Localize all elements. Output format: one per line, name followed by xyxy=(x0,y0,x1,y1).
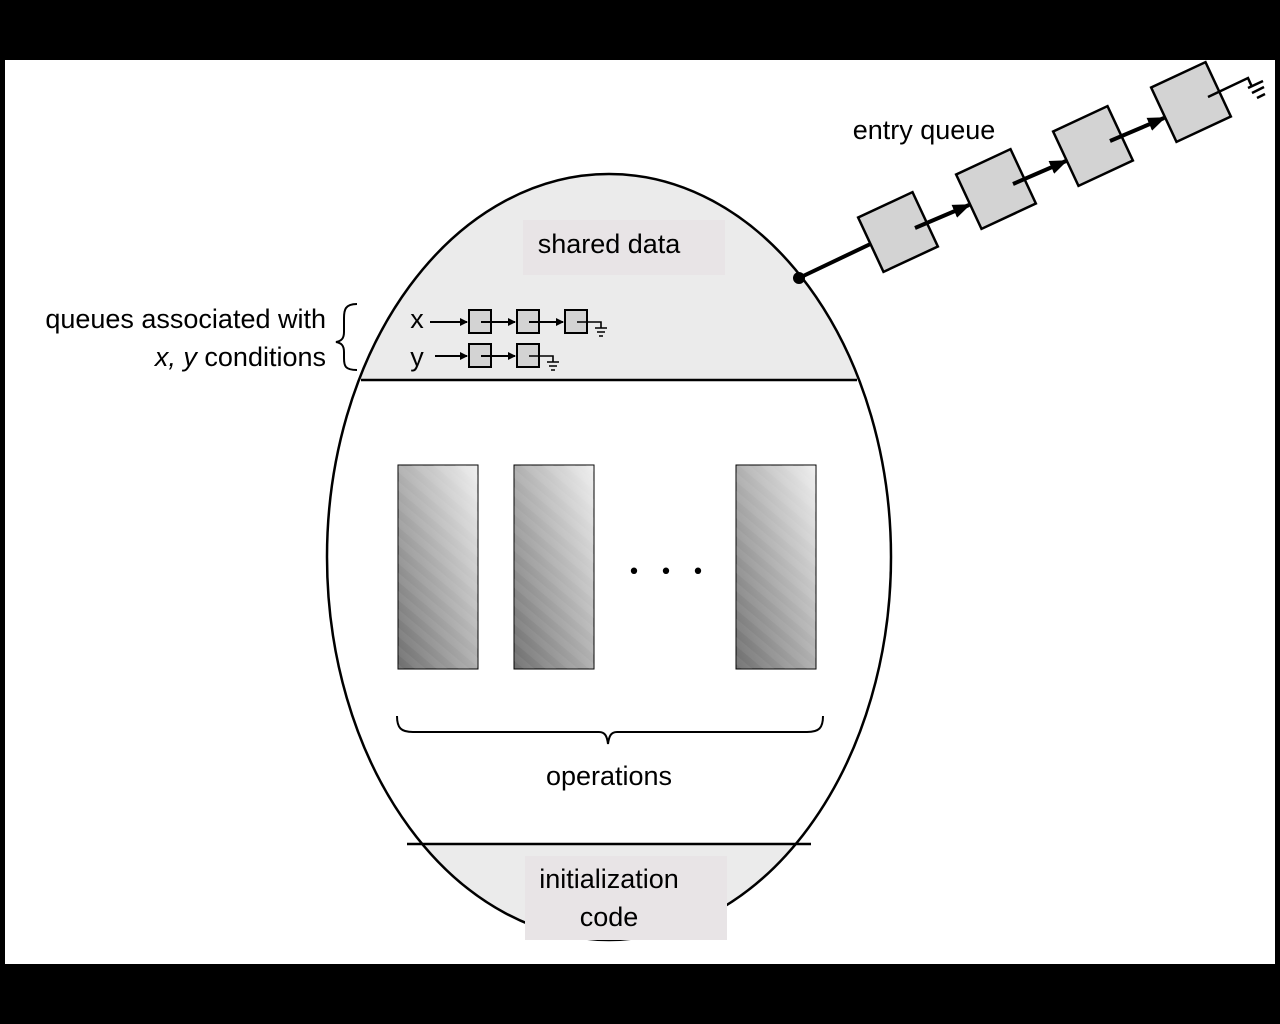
entry-queue-arrow xyxy=(1012,159,1068,186)
operations-ellipsis: • • • xyxy=(628,560,711,585)
entry-queue-node xyxy=(1149,60,1233,144)
queues-conditions-label: x, y conditions xyxy=(153,342,326,372)
queue-y xyxy=(435,343,559,371)
entry-queue-arrow xyxy=(914,203,971,230)
entry-queue xyxy=(793,60,1266,284)
operations-label: operations xyxy=(546,761,672,791)
queues-associated-label: queues associated with xyxy=(45,304,326,334)
operation-block-texture xyxy=(736,465,816,669)
monitor-sections xyxy=(327,174,891,940)
operations-brace xyxy=(396,715,824,745)
var-x-label: x, xyxy=(153,342,176,372)
operation-block-texture xyxy=(514,465,594,669)
entry-queue-arrow xyxy=(1109,116,1166,143)
init-label-line2: code xyxy=(580,902,639,932)
init-label-line1: initialization xyxy=(539,864,679,894)
queue-x-label: x xyxy=(410,304,424,334)
entry-queue-label: entry queue xyxy=(853,115,996,145)
entry-queue-node xyxy=(1051,104,1135,188)
monitor-diagram: shared data entry queue queues associate… xyxy=(45,60,1266,942)
queue-x xyxy=(430,309,607,337)
entry-queue-node xyxy=(954,147,1038,231)
slide: shared data entry queue queues associate… xyxy=(5,60,1275,964)
entry-queue-node xyxy=(856,190,940,274)
shared-data-label-bg xyxy=(523,220,725,275)
entry-queue-link xyxy=(798,236,884,280)
shared-data-label: shared data xyxy=(538,229,682,259)
var-y-label: y xyxy=(181,342,198,372)
operation-blocks xyxy=(397,464,817,670)
operation-block-texture xyxy=(398,465,478,669)
init-label-bg xyxy=(525,856,727,940)
queue-y-null-terminator xyxy=(529,355,559,371)
queue-y-label: y xyxy=(410,342,424,372)
conditions-word: conditions xyxy=(204,342,326,372)
queue-x-null-terminator xyxy=(577,321,607,337)
entry-queue-null-terminator xyxy=(1207,76,1266,100)
conditions-brace xyxy=(335,303,358,371)
